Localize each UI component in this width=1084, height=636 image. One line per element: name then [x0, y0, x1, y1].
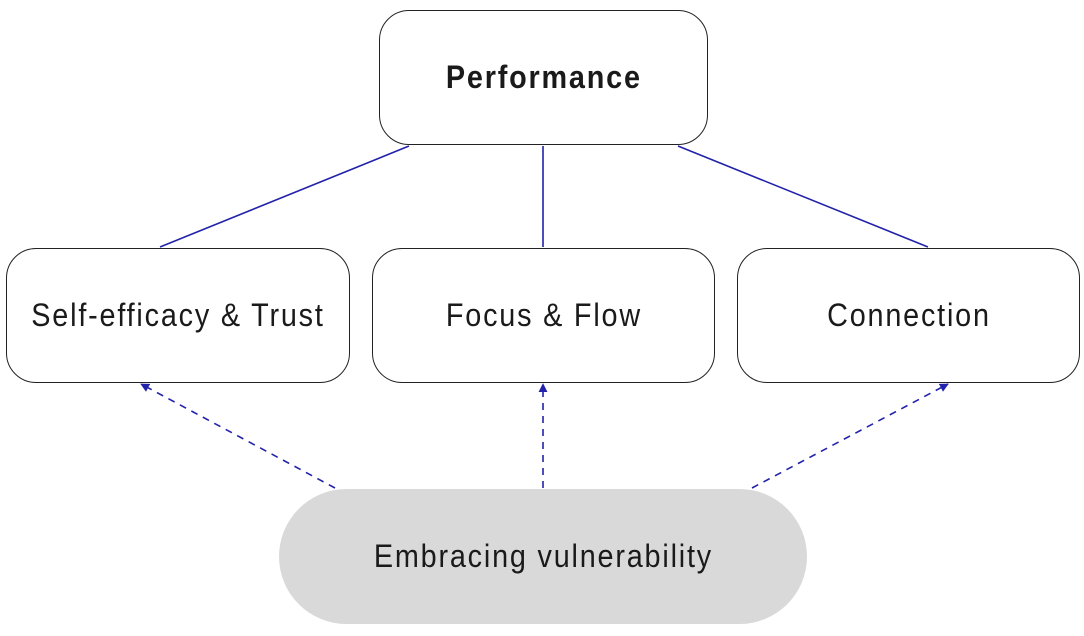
connector-performance-to-self-efficacy — [159, 145, 410, 248]
node-connection: Connection — [737, 248, 1080, 383]
node-embracing-vulnerability-label: Embracing vulnerability — [373, 538, 713, 574]
node-embracing-vulnerability: Embracing vulnerability — [279, 489, 807, 624]
arrow-vulnerability-to-self-efficacy — [140, 383, 336, 489]
node-connection-label: Connection — [826, 297, 991, 333]
node-self-efficacy-trust-label: Self-efficacy & Trust — [31, 297, 325, 333]
arrow-vulnerability-to-connection — [751, 383, 949, 489]
node-performance-label: Performance — [445, 59, 642, 95]
node-performance: Performance — [379, 10, 708, 145]
node-focus-flow-label: Focus & Flow — [445, 297, 642, 333]
connector-performance-to-connection — [677, 145, 929, 248]
node-focus-flow: Focus & Flow — [372, 248, 715, 383]
node-self-efficacy-trust: Self-efficacy & Trust — [6, 248, 350, 383]
